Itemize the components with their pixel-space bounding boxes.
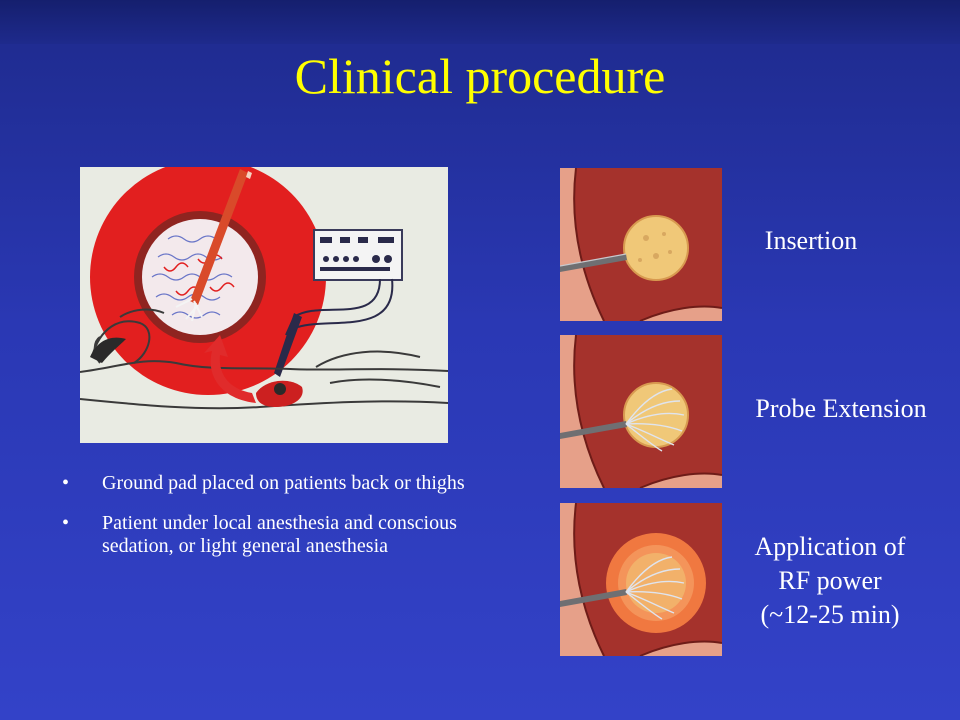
top-band (0, 0, 960, 44)
label-rf-line-3: (~12-25 min) (760, 600, 900, 629)
rf-application-image (560, 503, 722, 656)
label-rf-line-1: Application of (754, 532, 906, 561)
insertion-image (560, 168, 722, 321)
label-probe-extension: Probe Extension (755, 394, 927, 423)
panel-rf-application (560, 503, 722, 656)
probe-extension-image (560, 335, 722, 488)
procedure-illustration (80, 167, 448, 443)
bullet-list: Ground pad placed on patients back or th… (62, 472, 482, 575)
panel-insertion (560, 168, 722, 321)
bullet-ground-pad: Ground pad placed on patients back or th… (62, 472, 482, 495)
label-rf-line-2: RF power (778, 566, 882, 595)
label-rf-application: Application of RF power (~12-25 min) (724, 530, 936, 632)
label-insertion: Insertion (764, 226, 858, 255)
panel-probe-extension (560, 335, 722, 488)
bullet-anesthesia: Patient under local anesthesia and consc… (62, 512, 482, 558)
slide-title: Clinical procedure (294, 48, 666, 104)
